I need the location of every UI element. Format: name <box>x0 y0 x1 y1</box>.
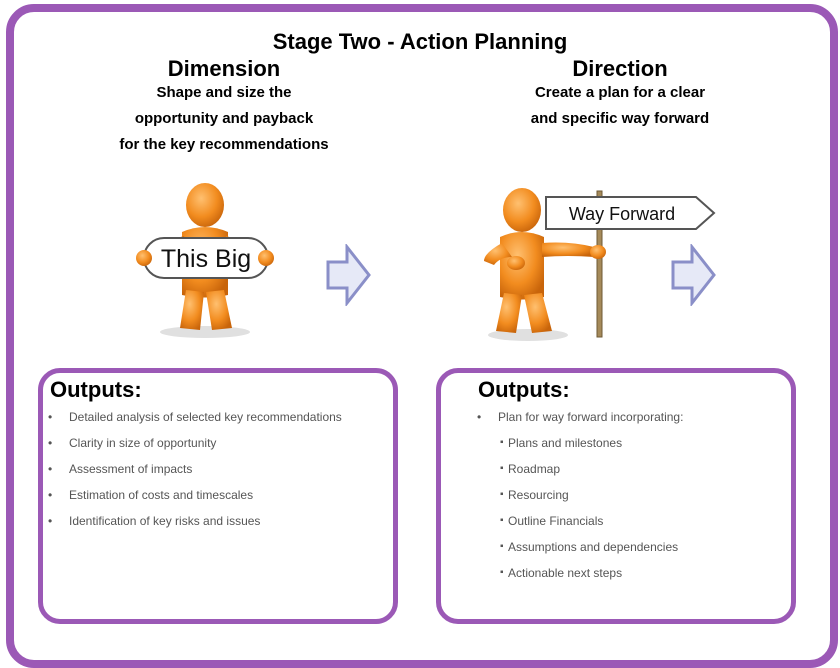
dimension-outputs-box <box>38 368 398 624</box>
list-item: ▪Outline Financials <box>500 514 604 528</box>
this-big-sign-text: This Big <box>161 245 251 273</box>
list-item: ▪Roadmap <box>500 462 561 476</box>
direction-outputs-title: Outputs: <box>478 377 570 402</box>
list-item: •Identification of key risks and issues <box>48 514 261 528</box>
list-item: •Detailed analysis of selected key recom… <box>48 410 342 424</box>
list-item: •Clarity in size of opportunity <box>48 436 217 450</box>
list-item: ▪Plans and milestones <box>500 436 623 450</box>
list-item: •Estimation of costs and timescales <box>48 488 254 502</box>
dimension-description-line: for the key recommendations <box>119 136 329 153</box>
direction-outputs-box <box>436 368 796 624</box>
direction-description-line: and specific way forward <box>530 110 710 127</box>
dimension-description: Shape and size the opportunity and payba… <box>94 80 354 158</box>
right-arrow-icon <box>671 244 716 306</box>
dimension-outputs-list: •Detailed analysis of selected key recom… <box>48 409 342 539</box>
this-big-figure-illustration: This Big <box>136 183 274 338</box>
direction-heading: Direction <box>572 56 668 81</box>
direction-sub-outputs-list: ▪Plans and milestones ▪Roadmap ▪Resourci… <box>480 435 678 591</box>
list-item: ▪Assumptions and dependencies <box>500 540 679 554</box>
direction-description: Create a plan for a clear and specific w… <box>490 80 750 132</box>
dimension-outputs-title: Outputs: <box>50 377 142 402</box>
page-title: Stage Two - Action Planning <box>272 29 568 54</box>
list-item: •Assessment of impacts <box>48 462 193 476</box>
list-item: ▪Actionable next steps <box>500 566 623 580</box>
direction-description-line: Create a plan for a clear <box>534 84 706 101</box>
dimension-description-line: Shape and size the <box>156 84 292 101</box>
dimension-description-line: opportunity and payback <box>134 110 314 127</box>
direction-outputs-list: •Plan for way forward incorporating: <box>477 409 683 435</box>
list-item: •Plan for way forward incorporating: <box>477 410 684 424</box>
way-forward-figure-illustration: Way Forward <box>484 188 716 341</box>
dimension-heading: Dimension <box>167 56 281 81</box>
list-item: ▪Resourcing <box>500 488 569 502</box>
way-forward-sign-text: Way Forward <box>569 204 675 224</box>
right-arrow-icon <box>326 244 371 306</box>
